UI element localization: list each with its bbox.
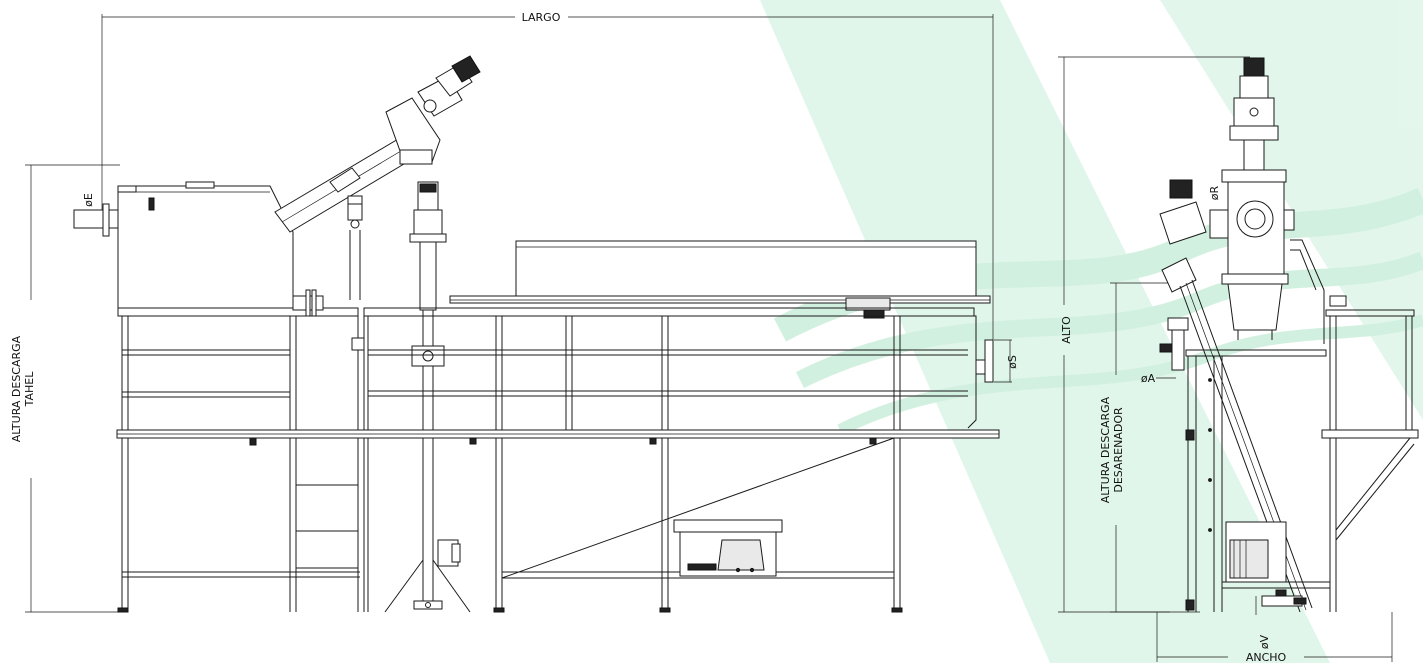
ancho-dimension: ANCHO xyxy=(1156,612,1393,664)
altura-desarenador-label-1: ALTURA DESCARGA xyxy=(1099,396,1112,503)
phi-s-label: øS xyxy=(1006,355,1019,369)
phi-e-label: øE xyxy=(82,193,95,207)
ancho-label: ANCHO xyxy=(1246,651,1287,663)
phi-a-label: øA xyxy=(1141,372,1156,385)
main-tank: øS xyxy=(116,240,1019,613)
tahel-unit xyxy=(73,181,365,612)
altura-tahel-label-2: TAHEL xyxy=(23,371,36,408)
altura-desarenador-dimension: ALTURA DESCARGA DESARENADOR xyxy=(1099,282,1170,613)
phi-v-dimension: øV xyxy=(1255,596,1271,649)
phi-r-dimension: øR xyxy=(1208,185,1221,200)
pump-column xyxy=(384,181,471,613)
altura-tahel-label-1: ALTURA DESCARGA xyxy=(10,335,23,442)
largo-dimension: LARGO xyxy=(101,11,994,340)
tahel-screw-conveyor xyxy=(274,55,481,300)
altura-tahel-dimension: ALTURA DESCARGA TAHEL xyxy=(10,164,120,613)
phi-v-label: øV xyxy=(1258,634,1271,649)
largo-label: LARGO xyxy=(522,11,561,24)
phi-r-label: øR xyxy=(1208,185,1221,200)
altura-desarenador-label-2: DESARENADOR xyxy=(1112,407,1125,493)
phi-a-dimension: øA xyxy=(1141,372,1176,385)
side-view-unit xyxy=(1159,57,1419,613)
alto-dimension: ALTO xyxy=(1058,56,1250,613)
alto-label: ALTO xyxy=(1060,316,1073,344)
